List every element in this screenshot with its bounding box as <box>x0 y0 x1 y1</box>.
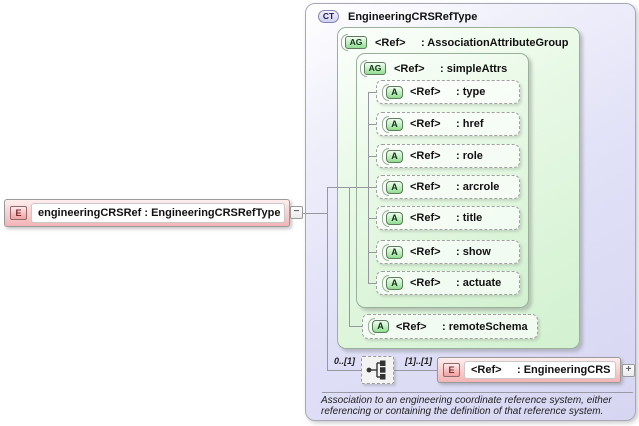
simpleattrs-label: : simpleAttrs <box>440 62 508 75</box>
attribute-row-title[interactable]: A <Ref> : title <box>376 206 520 230</box>
connector-line <box>394 370 437 371</box>
connector-line <box>368 92 376 93</box>
element-label: : EngineeringCRS <box>517 364 611 376</box>
cap-decoration <box>382 83 389 101</box>
connector-line <box>327 187 328 371</box>
attribute-row-href[interactable]: A <Ref> : href <box>376 112 520 136</box>
element-badge-icon: E <box>10 206 27 220</box>
attribute-label: : href <box>456 118 484 130</box>
annotation-line-2: referencing or containing the definition… <box>321 405 604 417</box>
connector-line <box>368 156 376 157</box>
annotation-divider <box>322 392 633 393</box>
cap-decoration <box>382 115 389 133</box>
attribute-label: : show <box>456 246 491 258</box>
attribute-ref: <Ref> <box>410 212 441 224</box>
attribute-ref: <Ref> <box>410 181 441 193</box>
attribute-group-association-header: AG <Ref> : AssociationAttributeGroup <box>341 34 568 51</box>
cap-decoration <box>382 209 389 227</box>
element-box-engineeringcrsref[interactable]: E engineeringCRSRef : EngineeringCRSRefT… <box>4 199 290 227</box>
cap-decoration <box>360 60 367 77</box>
attribute-row-type[interactable]: A <Ref> : type <box>376 80 520 104</box>
connector-line <box>327 370 361 371</box>
simpleattrs-ref: <Ref> <box>394 62 425 75</box>
connector-line <box>303 213 327 214</box>
connector-line <box>349 326 362 327</box>
attribute-group-simpleattrs-header: AG <Ref> : simpleAttrs <box>360 60 507 77</box>
attribute-row-remoteschema[interactable]: A <Ref> : remoteSchema <box>362 314 538 339</box>
attribute-label: : role <box>456 150 483 162</box>
annotation-text: Association to an engineering coordinate… <box>321 395 633 416</box>
attribute-group-badge-icon: AG <box>345 36 367 49</box>
element-badge-icon: E <box>443 363 460 377</box>
annotation-line-1: Association to an engineering coordinate… <box>321 395 612 406</box>
attribute-ref: <Ref> <box>410 118 441 130</box>
cap-decoration <box>382 274 389 292</box>
attribute-badge-icon: A <box>386 276 403 290</box>
attribute-label: : arcrole <box>456 181 500 193</box>
attribute-badge-icon: A <box>372 320 389 333</box>
complex-type-title: EngineeringCRSRefType <box>348 10 478 23</box>
cap-decoration <box>341 34 348 51</box>
connector-line <box>349 187 350 326</box>
attribute-label: : remoteSchema <box>442 320 528 333</box>
attribute-badge-icon: A <box>386 211 403 225</box>
attribute-badge-icon: A <box>386 117 403 131</box>
element-box-engineeringcrs[interactable]: E <Ref> : EngineeringCRS <box>437 357 621 383</box>
cap-decoration <box>368 318 375 335</box>
attribute-badge-icon: A <box>386 180 403 194</box>
connector-line <box>368 283 376 284</box>
element-ref: <Ref> <box>471 364 502 376</box>
attribute-label: : actuate <box>456 277 502 289</box>
expand-button[interactable]: + <box>622 364 635 377</box>
cardinality-label-left: 0..[1] <box>334 356 356 366</box>
connector-line <box>368 187 376 188</box>
cap-decoration <box>382 243 389 261</box>
attribute-row-show[interactable]: A <Ref> : show <box>376 240 520 264</box>
attribute-ref: <Ref> <box>410 277 441 289</box>
connector-line <box>368 218 376 219</box>
connector-line <box>327 187 368 188</box>
attribute-label: : title <box>456 212 483 224</box>
attribute-ref: <Ref> <box>410 150 441 162</box>
attribute-row-role[interactable]: A <Ref> : role <box>376 144 520 168</box>
connector-line <box>368 92 369 284</box>
connector-line <box>368 252 376 253</box>
element-label: engineeringCRSRef : EngineeringCRSRefTyp… <box>38 207 281 219</box>
attribute-badge-icon: A <box>386 85 403 99</box>
attribute-ref: <Ref> <box>396 320 427 333</box>
complex-type-badge-icon: CT <box>318 10 339 23</box>
attribute-badge-icon: A <box>386 149 403 163</box>
cardinality-label-right: [1]..[1] <box>405 356 432 366</box>
association-group-ref: <Ref> <box>375 36 406 49</box>
association-group-label: : AssociationAttributeGroup <box>421 36 569 49</box>
attribute-label: : type <box>456 86 486 98</box>
attribute-badge-icon: A <box>386 245 403 259</box>
attribute-row-arcrole[interactable]: A <Ref> : arcrole <box>376 175 520 199</box>
sequence-compositor-icon[interactable] <box>361 356 394 384</box>
cap-decoration <box>382 178 389 196</box>
attribute-ref: <Ref> <box>410 86 441 98</box>
connector-line <box>368 124 376 125</box>
complex-type-header: CT EngineeringCRSRefType <box>318 10 477 23</box>
collapse-button[interactable]: − <box>290 206 303 219</box>
cap-decoration <box>382 147 389 165</box>
attribute-group-badge-icon: AG <box>364 62 386 75</box>
attribute-row-actuate[interactable]: A <Ref> : actuate <box>376 271 520 295</box>
attribute-ref: <Ref> <box>410 246 441 258</box>
sequence-glyph <box>366 360 386 380</box>
